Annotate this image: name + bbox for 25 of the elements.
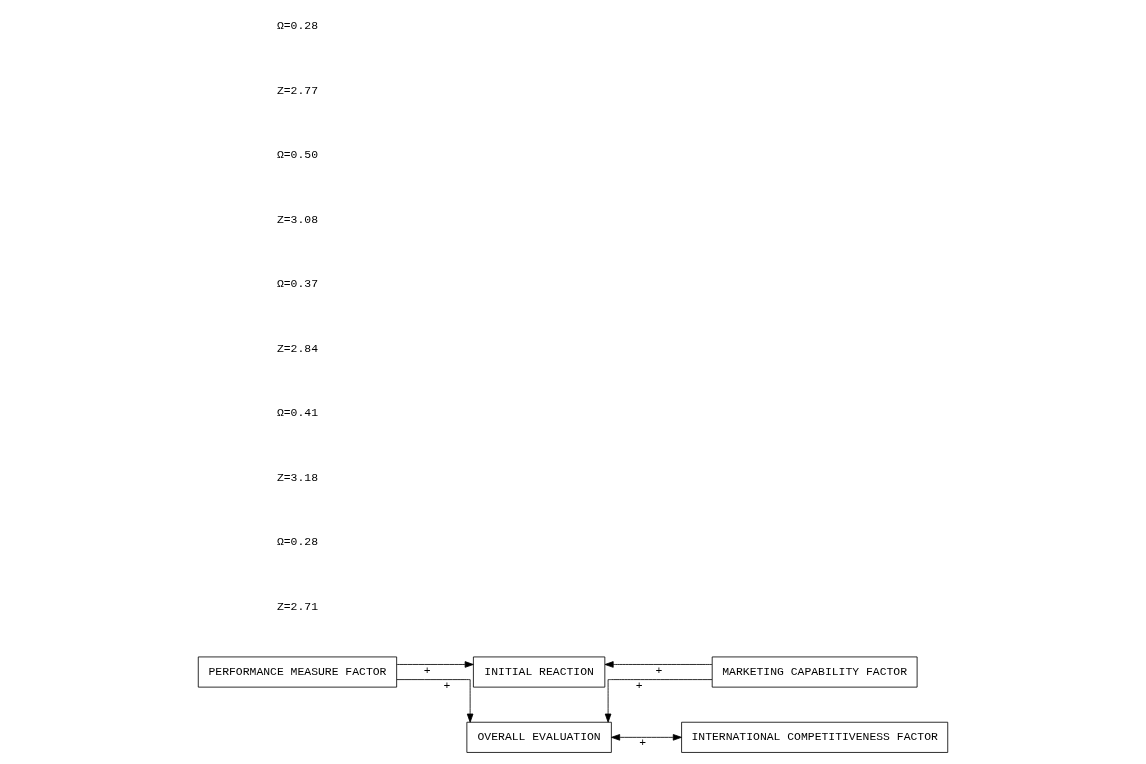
node-box: INTERNATIONAL COMPETITIVENESS FACTOR <box>681 721 949 753</box>
arrow <box>604 661 713 668</box>
edge-label: + <box>655 663 663 677</box>
arrow <box>396 679 474 723</box>
edge-label: + <box>423 663 431 677</box>
label: Ω=0.37 <box>276 277 318 291</box>
arrow <box>396 661 474 668</box>
arrow <box>611 734 682 741</box>
edge-label: + <box>635 678 643 692</box>
label: Ω=0.50 <box>276 148 318 162</box>
node-box: OVERALL EVALUATION <box>466 721 612 753</box>
label: Z=3.08 <box>276 212 318 226</box>
edge-label: + <box>639 736 647 750</box>
label: Z=2.77 <box>276 83 318 97</box>
label: Ω=0.28 <box>276 535 318 549</box>
edge-label: + <box>443 678 451 692</box>
node-box: MARKETING CAPABILITY FACTOR <box>711 656 918 688</box>
node-box: INITIAL REACTION <box>473 656 606 688</box>
arrow <box>604 679 713 723</box>
label: Z=3.18 <box>276 470 318 484</box>
label: Z=2.71 <box>276 599 318 613</box>
label: Ω=0.41 <box>276 406 318 420</box>
label: Ω=0.28 <box>276 19 318 33</box>
label: Z=2.84 <box>276 341 318 355</box>
node-box: PERFORMANCE MEASURE FACTOR <box>197 656 398 688</box>
